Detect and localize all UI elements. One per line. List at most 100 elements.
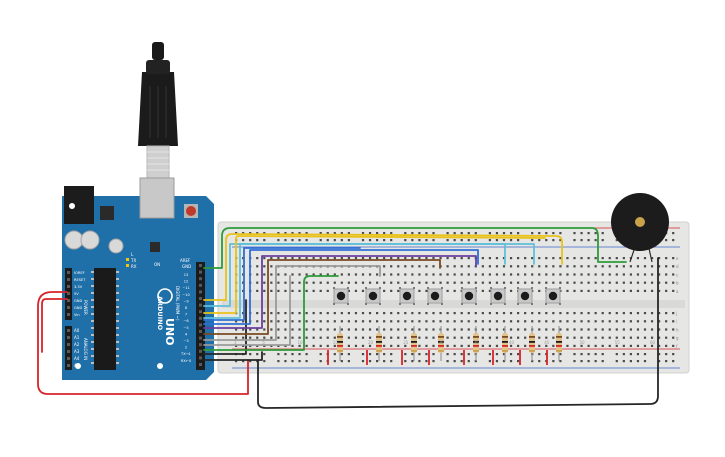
power-section-label: POWER — [83, 300, 88, 315]
pushbutton[interactable] — [333, 287, 349, 305]
resistor[interactable] — [519, 326, 535, 365]
column-number: 55 — [615, 340, 621, 345]
wire-gray-2[interactable] — [203, 275, 291, 346]
pushbutton-cap[interactable] — [336, 291, 346, 301]
resistor[interactable] — [546, 326, 562, 365]
digital-pin-label: ~9 — [183, 299, 189, 303]
column-number: 35 — [474, 340, 480, 345]
mount-hole — [157, 363, 163, 369]
column-number: 60 — [650, 340, 656, 345]
resistors[interactable] — [327, 326, 562, 365]
pushbutton[interactable] — [545, 287, 561, 305]
pushbutton[interactable] — [517, 287, 533, 305]
column-number: 45 — [544, 340, 550, 345]
tx-led-label: TX — [130, 258, 136, 263]
capacitor-2 — [80, 230, 100, 250]
pushbutton[interactable] — [365, 287, 381, 305]
arduino-logo-icon — [157, 288, 173, 304]
pushbutton-cap[interactable] — [368, 291, 378, 301]
wire-green-2[interactable] — [203, 275, 339, 351]
digital-header — [196, 262, 205, 370]
wire-gray-1[interactable] — [203, 265, 381, 341]
column-number: 30 — [438, 340, 444, 345]
pushbutton-cap[interactable] — [493, 291, 503, 301]
wire-yellow-2[interactable] — [203, 235, 546, 314]
arduino-uno-board[interactable]: ARDUINO UNO AREF GND 1312~11~10~987~6~54… — [62, 177, 214, 380]
resistor[interactable] — [401, 326, 417, 365]
digital-pin-label: 8 — [185, 306, 188, 310]
wire-blue-1[interactable] — [203, 249, 479, 325]
column-number: 20 — [368, 340, 374, 345]
analog-pin-label: A5 — [74, 363, 80, 368]
digital-section-label: DIGITAL (PWM ~) — [175, 286, 180, 321]
digital-header-pins — [199, 264, 202, 366]
column-number: 5 — [262, 340, 265, 345]
analog-pin-label: A2 — [74, 342, 80, 347]
pushbutton-cap[interactable] — [464, 291, 474, 301]
row-letter: f — [676, 344, 678, 349]
resistor[interactable] — [366, 326, 382, 365]
wires[interactable] — [37, 227, 659, 409]
pushbuttons[interactable] — [333, 287, 561, 305]
wire-black-gnd-2[interactable] — [203, 299, 247, 355]
wire-cyan-2[interactable] — [203, 243, 506, 319]
column-number: 10 — [297, 340, 303, 345]
power-pin-label: Vin — [74, 313, 80, 317]
analog-pin-label: A3 — [74, 349, 80, 354]
resistor[interactable] — [428, 326, 444, 365]
digital-pin-label: RX←0 — [181, 359, 192, 363]
row-letter: b — [676, 281, 679, 286]
wire-cyan-1[interactable] — [203, 243, 535, 307]
voltage-regulator — [100, 206, 114, 220]
wire-purple-1[interactable] — [203, 255, 477, 329]
aref-label: AREF — [180, 258, 191, 263]
gnd-label: GND — [182, 264, 191, 269]
wire-black-gnd[interactable] — [257, 257, 659, 409]
digital-pin-label: ~5 — [183, 326, 188, 330]
wire-red-5v[interactable] — [37, 291, 249, 395]
wire-brown-1[interactable] — [203, 259, 441, 335]
tx-led — [126, 258, 129, 261]
resistor[interactable] — [463, 326, 479, 365]
buzzer-center — [635, 217, 645, 227]
wire-black-3[interactable] — [203, 351, 263, 361]
usb-cable[interactable] — [138, 42, 178, 179]
pushbutton-cap[interactable] — [548, 291, 558, 301]
row-letter: i — [676, 319, 677, 324]
piezo-buzzer[interactable] — [611, 193, 669, 263]
column-number: 25 — [403, 340, 409, 345]
analog-pin-label: A1 — [74, 335, 80, 340]
digital-pin-label: 4 — [185, 332, 188, 336]
row-letter: c — [676, 272, 678, 277]
power-pin-label: GND — [74, 306, 82, 310]
wire-green-buzzer[interactable] — [203, 227, 627, 269]
crystal — [108, 238, 124, 254]
row-letter: j — [675, 311, 677, 316]
pushbutton-cap[interactable] — [402, 291, 412, 301]
power-pin-label: 5V — [74, 292, 79, 296]
arduino-model-label: UNO — [163, 318, 176, 346]
resistor[interactable] — [492, 326, 508, 365]
capacitor-1 — [64, 230, 84, 250]
pushbutton[interactable] — [461, 287, 477, 305]
wire-blue-2[interactable] — [203, 247, 361, 321]
pushbutton[interactable] — [399, 287, 415, 305]
pushbutton-cap[interactable] — [430, 291, 440, 301]
pushbutton[interactable] — [490, 287, 506, 305]
resistor[interactable] — [327, 326, 343, 365]
column-number: 1 — [234, 340, 237, 345]
row-letter: d — [676, 264, 679, 269]
row-letter: g — [676, 336, 679, 341]
reset-button-cap[interactable] — [186, 206, 196, 216]
pushbutton-cap[interactable] — [520, 291, 530, 301]
wire-yellow-1[interactable] — [203, 233, 563, 301]
on-led-label: ON — [154, 262, 160, 267]
pushbutton[interactable] — [427, 287, 443, 305]
analog-pin-label: A4 — [74, 356, 80, 361]
wire-red-5v-2[interactable] — [41, 298, 68, 353]
power-jack — [64, 186, 94, 224]
digital-pin-label: 13 — [184, 273, 189, 277]
